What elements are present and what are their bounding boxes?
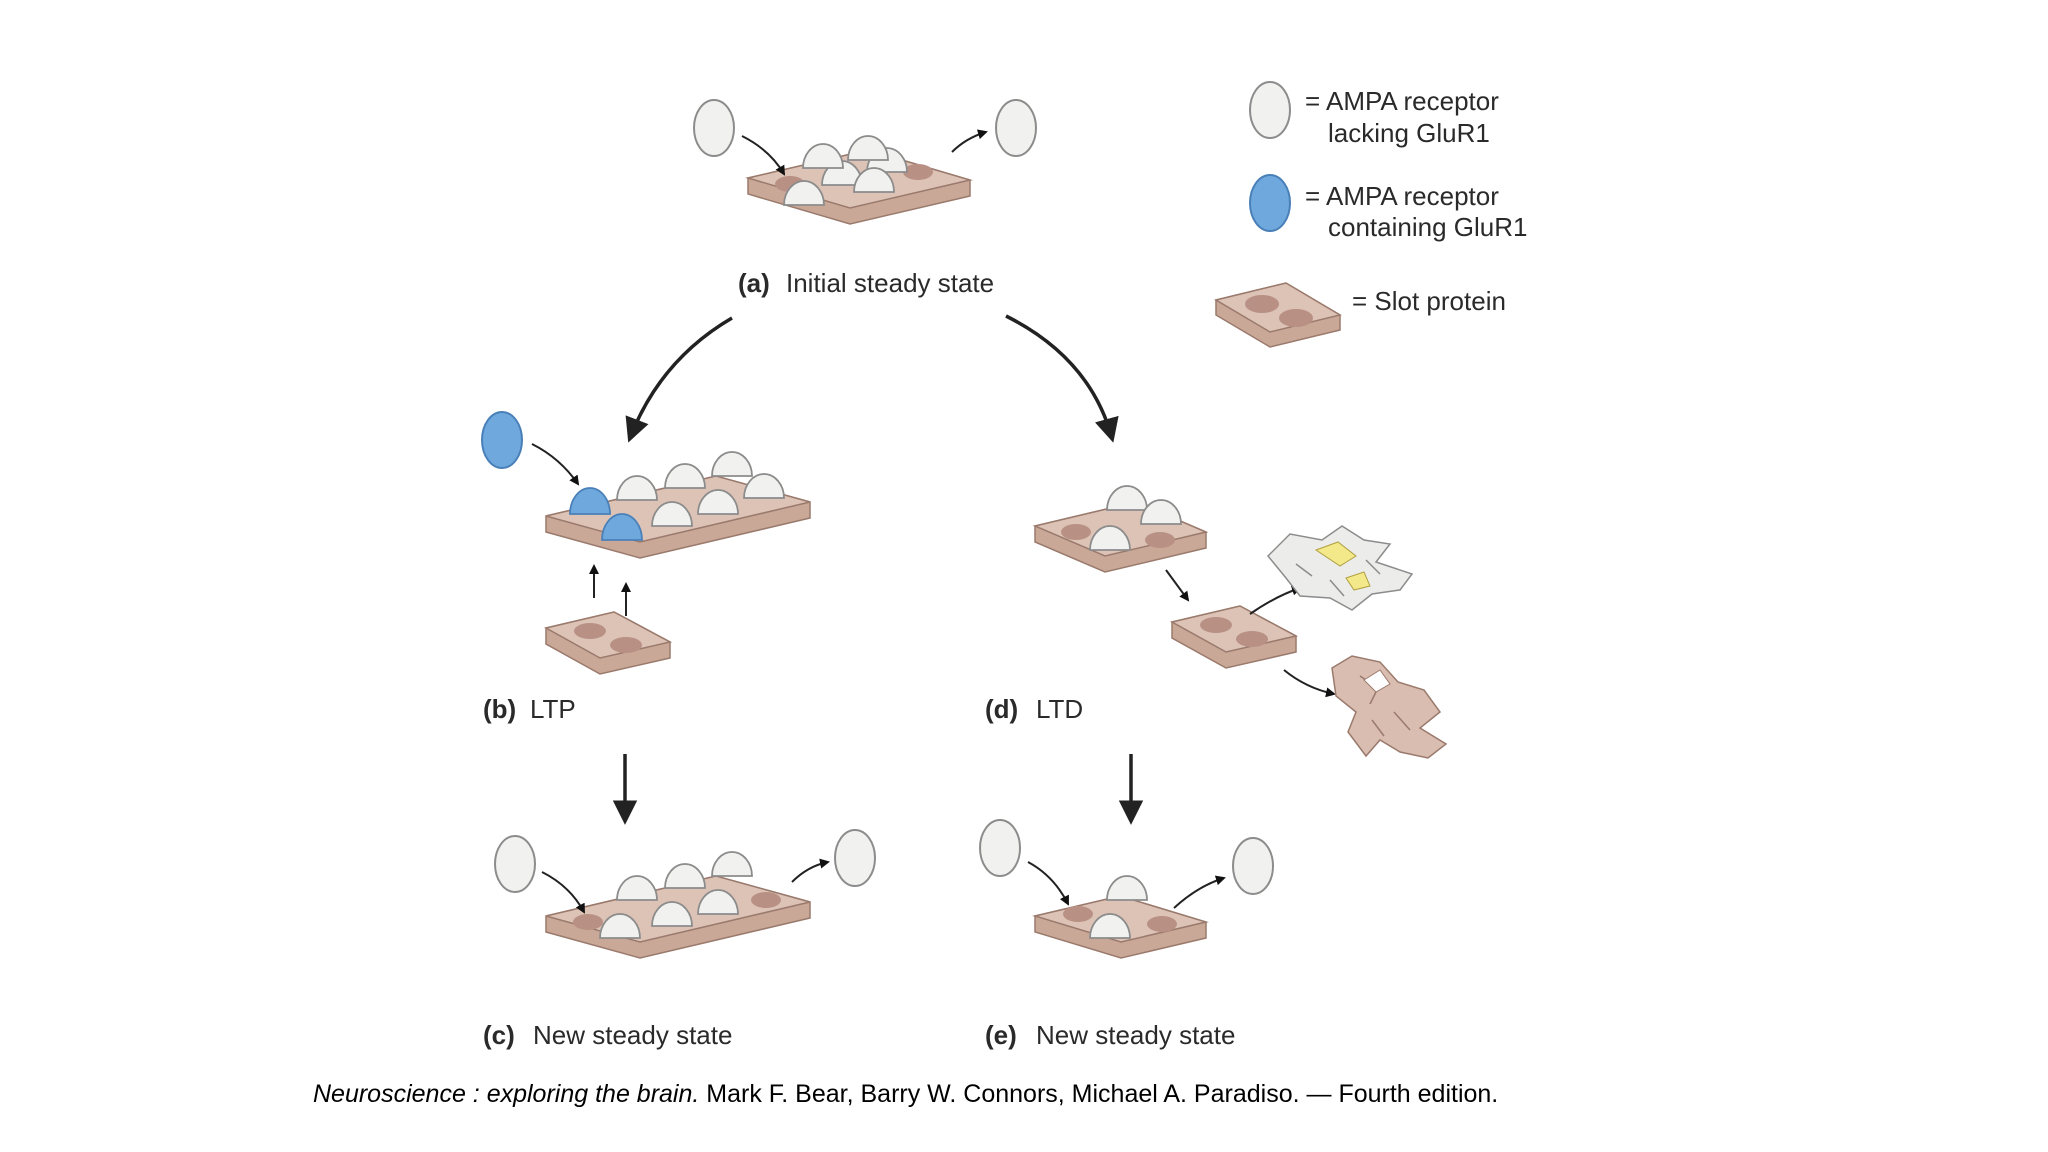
panel-b-ltp: (b) LTP bbox=[481, 411, 811, 724]
panel-c-label: New steady state bbox=[533, 1020, 732, 1050]
receptor-containing-incoming bbox=[481, 411, 523, 469]
degradation-arrow-1 bbox=[1249, 585, 1302, 615]
insertion-arrow bbox=[741, 135, 786, 176]
legend-receptor-lacking-icon bbox=[1249, 81, 1291, 139]
degraded-receptor-fragments bbox=[1266, 525, 1414, 611]
legend-slot-protein-icon bbox=[1214, 282, 1342, 348]
panel-d-ltd: (d) LTD bbox=[985, 485, 1448, 759]
receptor-lacking-outgoing bbox=[1232, 837, 1274, 895]
receptor-lacking-outgoing bbox=[834, 829, 876, 887]
panel-c-new-steady-state: (c) New steady state bbox=[483, 829, 876, 1050]
degraded-slot-fragments bbox=[1331, 655, 1448, 759]
legend-containing-label-2: containing GluR1 bbox=[1328, 212, 1527, 242]
receptors-containing-glur1 bbox=[569, 487, 643, 541]
panel-d-tag: (d) bbox=[985, 694, 1018, 724]
legend-containing-label-1: = AMPA receptor bbox=[1305, 181, 1499, 211]
slot-protein-removed bbox=[1169, 605, 1299, 669]
panel-a-label: Initial steady state bbox=[786, 268, 994, 298]
slot-protein-new bbox=[543, 611, 673, 675]
removal-arrow bbox=[1173, 875, 1226, 909]
legend-lacking-label-1: = AMPA receptor bbox=[1305, 86, 1499, 116]
panel-e-tag: (e) bbox=[985, 1020, 1017, 1050]
panel-e-label: New steady state bbox=[1036, 1020, 1235, 1050]
removal-arrow bbox=[791, 858, 830, 883]
citation-authors: Mark F. Bear, Barry W. Connors, Michael … bbox=[699, 1080, 1499, 1108]
receptors-lacking-glur1 bbox=[1089, 875, 1148, 939]
panel-d-label: LTD bbox=[1036, 694, 1083, 724]
panel-b-label: LTP bbox=[530, 694, 576, 724]
receptor-lacking-incoming bbox=[494, 835, 536, 893]
citation: Neuroscience : exploring the brain. Mark… bbox=[313, 1080, 1813, 1109]
receptors-lacking-glur1 bbox=[1089, 485, 1182, 551]
panel-b-tag: (b) bbox=[483, 694, 516, 724]
panel-c-tag: (c) bbox=[483, 1020, 515, 1050]
degradation-arrow-2 bbox=[1283, 669, 1336, 698]
panel-e-new-steady-state: (e) New steady state bbox=[979, 819, 1274, 1050]
legend-receptor-containing-icon bbox=[1249, 174, 1291, 232]
removal-arrow bbox=[951, 129, 988, 153]
legend-lacking-label-2: lacking GluR1 bbox=[1328, 118, 1490, 148]
receptors-lacking-glur1 bbox=[616, 451, 785, 527]
panel-a-initial-steady-state: (a) Initial steady state bbox=[693, 99, 1037, 298]
panel-a-tag: (a) bbox=[738, 268, 770, 298]
insertion-arrow bbox=[541, 871, 585, 914]
receptor-lacking-outgoing bbox=[995, 99, 1037, 157]
receptor-lacking-incoming bbox=[693, 99, 735, 157]
legend: = AMPA receptor lacking GluR1 = AMPA rec… bbox=[1214, 81, 1527, 348]
insertion-arrow bbox=[531, 443, 580, 486]
slot-removal-arrow bbox=[1165, 569, 1190, 602]
citation-title: Neuroscience : exploring the brain. bbox=[313, 1080, 700, 1108]
receptors-lacking-glur1 bbox=[599, 851, 753, 939]
legend-slot-label: = Slot protein bbox=[1352, 286, 1506, 316]
insertion-arrow bbox=[1027, 861, 1069, 906]
receptors-lacking-glur1 bbox=[783, 135, 908, 206]
arrow-to-ltd bbox=[1005, 314, 1119, 443]
receptor-lacking-incoming bbox=[979, 819, 1021, 877]
arrow-to-ltp bbox=[625, 316, 733, 443]
